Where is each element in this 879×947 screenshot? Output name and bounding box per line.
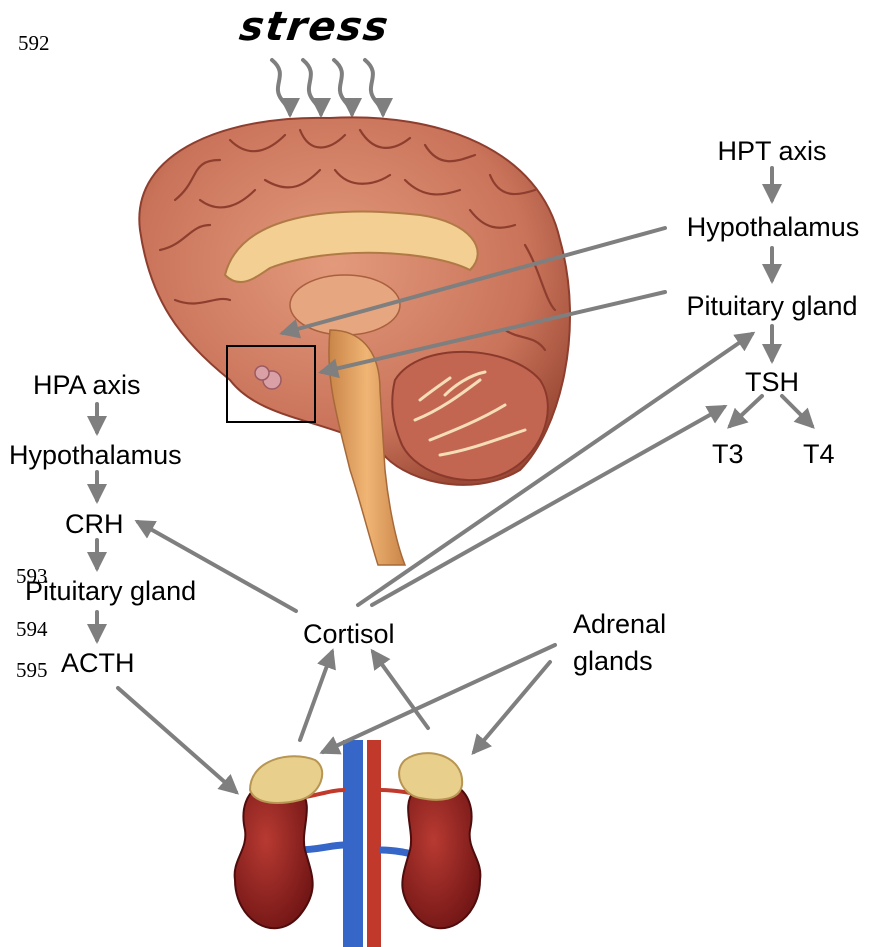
arrow-tsh-to-t4	[782, 396, 812, 426]
arrow-left-adrenal-to-cortisol	[300, 652, 332, 740]
hpa-axis-title: HPA axis	[33, 372, 141, 399]
stress-arrows	[272, 60, 383, 114]
hpt-hypothalamus-label: Hypothalamus	[670, 214, 876, 241]
kidney-adrenal-illustration	[235, 740, 481, 947]
hpa-pituitary-label: Pituitary gland	[25, 578, 196, 605]
t4-label: T4	[803, 441, 835, 468]
line-number-594: 594	[16, 619, 48, 640]
crh-label: CRH	[65, 511, 124, 538]
acth-label: ACTH	[61, 650, 135, 677]
arrow-acth-to-adrenal	[118, 688, 236, 792]
hpa-hypothalamus-label: Hypothalamus	[9, 442, 182, 469]
tsh-label: TSH	[732, 369, 812, 396]
adrenal-label-line1: Adrenal	[573, 611, 666, 638]
stress-label: stress	[237, 4, 393, 50]
cortisol-label: Cortisol	[303, 621, 395, 648]
hpt-pituitary-label: Pituitary gland	[668, 293, 876, 320]
adrenal-label-line2: glands	[573, 648, 653, 675]
t3-label: T3	[712, 441, 744, 468]
hpt-axis-title: HPT axis	[692, 138, 852, 165]
arrow-tsh-to-t3	[730, 396, 762, 426]
brain-illustration	[139, 117, 570, 565]
line-number-592: 592	[18, 33, 50, 54]
line-number-595: 595	[16, 660, 48, 681]
